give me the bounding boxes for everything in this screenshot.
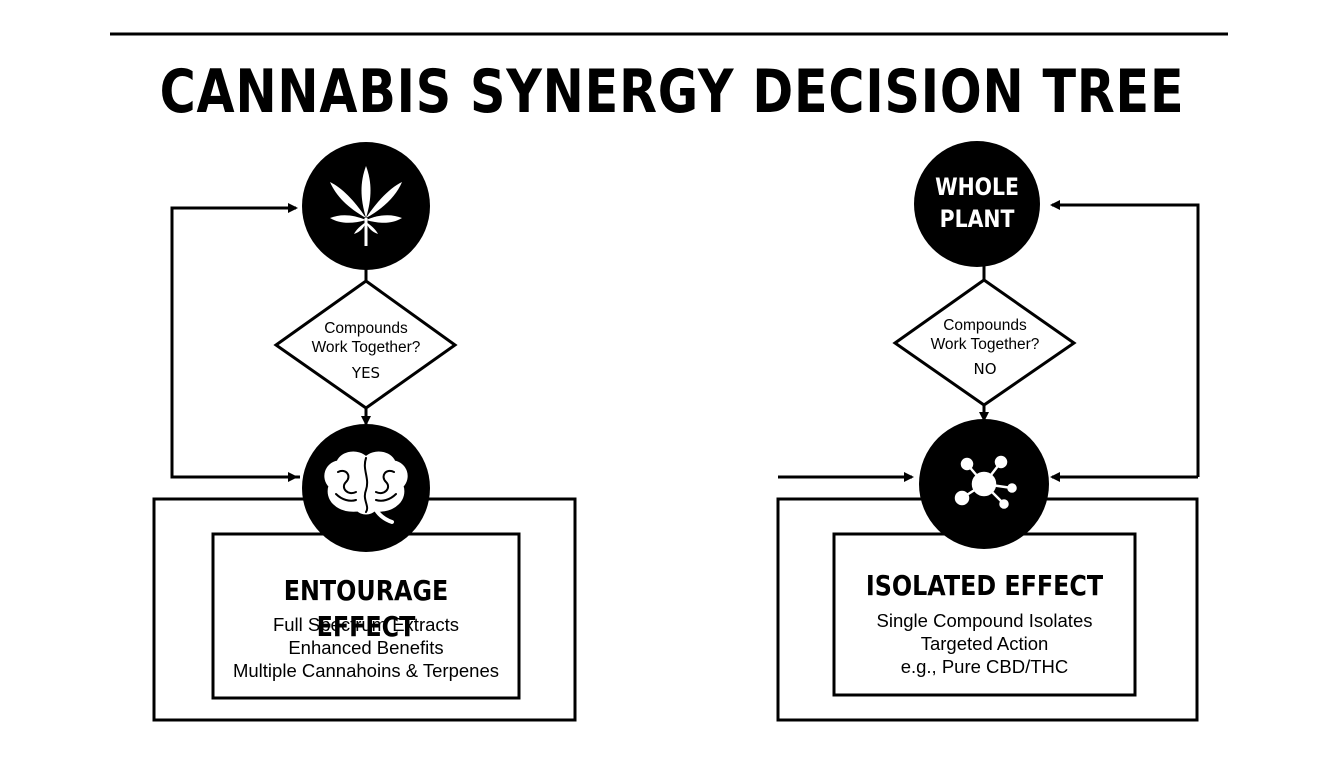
left-box-line-1: Full Spectrum Extracts [272, 614, 460, 635]
right-box-title: ISOLATED EFFECT [865, 569, 1104, 602]
right-box-line-2: Targeted Action [920, 633, 1049, 654]
left-answer-yes: YES [351, 364, 381, 382]
page-title: CANNABIS SYNERGY DECISION TREE [159, 57, 1185, 127]
right-box-line-3: e.g., Pure CBD/THC [900, 656, 1069, 677]
left-box-title: ENTOURAGE EFFECT [283, 574, 449, 643]
left-inner-box [211, 532, 521, 700]
left-question-line1: Compounds [324, 320, 408, 337]
right-answer-no: NO [973, 360, 997, 378]
right-circle-line1: WHOLE [935, 173, 1019, 201]
right-circle-line2: PLANT [939, 205, 1015, 233]
brain-icon [324, 451, 408, 524]
right-question-line2: Work Together? [930, 336, 1040, 353]
left-box-line-2: Enhanced Benefits [288, 637, 444, 658]
right-inner-box [832, 532, 1137, 697]
right-decision-diamond [892, 278, 1077, 407]
right-question-line1: Compounds [943, 317, 1027, 334]
left-decision-diamond [273, 279, 458, 410]
molecule-icon [954, 455, 1017, 509]
right-start-circle [914, 141, 1040, 267]
left-box-line-3: Multiple Cannahoins & Terpenes [232, 660, 500, 681]
left-question-line2: Work Together? [311, 339, 421, 356]
right-loop-connector [1050, 200, 1200, 477]
cannabis-leaf-icon [330, 166, 402, 246]
right-box-line-1: Single Compound Isolates [876, 610, 1093, 631]
